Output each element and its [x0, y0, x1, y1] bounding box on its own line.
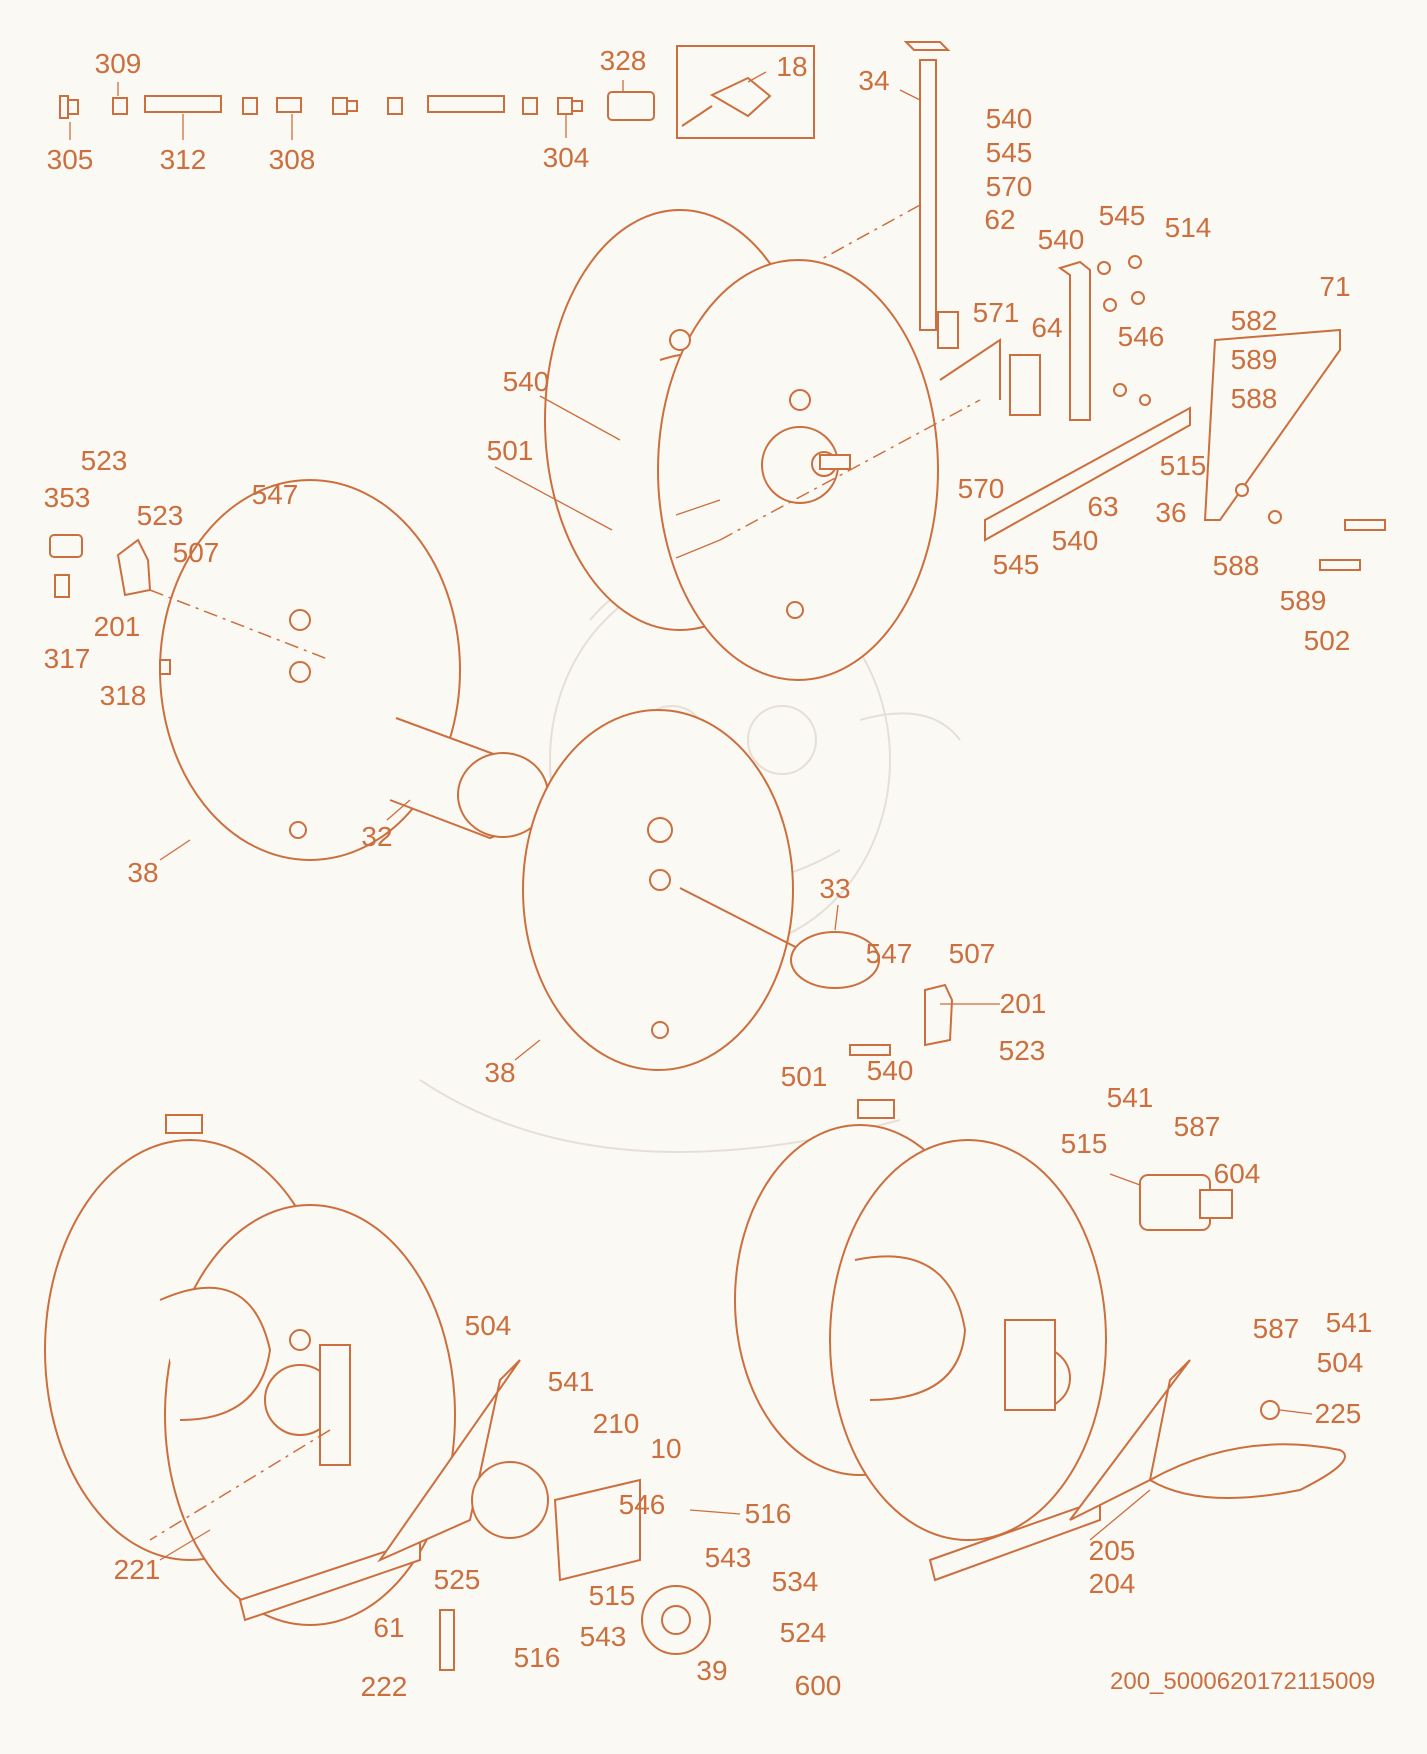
part-callout-541: 541 — [547, 1366, 595, 1397]
part-callout-570: 570 — [957, 473, 1005, 504]
part-callout-201: 201 — [93, 611, 141, 642]
part-callout-570: 570 — [985, 171, 1033, 202]
part-callout-501: 501 — [486, 435, 534, 466]
part-callout-312: 312 — [159, 144, 207, 175]
part-callout-317: 317 — [43, 643, 91, 674]
part-callout-318: 318 — [99, 680, 147, 711]
part-callout-507: 507 — [948, 938, 996, 969]
part-callout-10: 10 — [650, 1433, 682, 1464]
part-callout-540: 540 — [1037, 224, 1085, 255]
part-callout-304: 304 — [542, 142, 590, 173]
lower-left-reel — [44, 1114, 711, 1671]
part-callout-502: 502 — [1303, 625, 1351, 656]
part-callout-534: 534 — [771, 1566, 819, 1597]
left-reel — [49, 479, 549, 861]
part-callout-309: 309 — [94, 48, 142, 79]
part-callout-546: 546 — [618, 1489, 666, 1520]
part-callout-308: 308 — [268, 144, 316, 175]
right-bracket — [984, 255, 1386, 571]
part-callout-543: 543 — [579, 1621, 627, 1652]
part-callout-328: 328 — [599, 45, 647, 76]
part-callout-71: 71 — [1319, 271, 1351, 302]
part-callout-515: 515 — [588, 1580, 636, 1611]
part-callout-516: 516 — [513, 1642, 561, 1673]
part-callout-547: 547 — [865, 938, 913, 969]
part-callout-545: 545 — [985, 137, 1033, 168]
part-callout-589: 589 — [1279, 585, 1327, 616]
part-callout-582: 582 — [1230, 305, 1278, 336]
part-callout-589: 589 — [1230, 344, 1278, 375]
part-callout-514: 514 — [1164, 212, 1212, 243]
upper-reel — [544, 209, 1001, 681]
part-callout-587: 587 — [1173, 1111, 1221, 1142]
part-callout-204: 204 — [1088, 1568, 1136, 1599]
lower-right-reel — [734, 1099, 1346, 1582]
part-callout-201: 201 — [999, 988, 1047, 1019]
part-callout-524: 524 — [779, 1617, 827, 1648]
part-callout-516: 516 — [744, 1498, 792, 1529]
part-callout-32: 32 — [361, 821, 393, 852]
part-callout-571: 571 — [972, 297, 1020, 328]
part-callout-523: 523 — [998, 1035, 1046, 1066]
drawing-code: 200_5000620172115009 — [1110, 1668, 1376, 1695]
part-callout-540: 540 — [1051, 525, 1099, 556]
part-callout-64: 64 — [1031, 312, 1063, 343]
part-callout-604: 604 — [1213, 1158, 1261, 1189]
part-callout-63: 63 — [1087, 491, 1119, 522]
part-callout-225: 225 — [1314, 1398, 1362, 1429]
part-callout-540: 540 — [502, 366, 550, 397]
part-callout-540: 540 — [985, 103, 1033, 134]
part-callout-587: 587 — [1252, 1313, 1300, 1344]
part-callout-547: 547 — [251, 479, 299, 510]
part-callout-61: 61 — [373, 1612, 405, 1643]
part-callout-62: 62 — [984, 204, 1016, 235]
part-callout-210: 210 — [592, 1408, 640, 1439]
part-callout-541: 541 — [1106, 1082, 1154, 1113]
part-callout-545: 545 — [1098, 200, 1146, 231]
part-callout-305: 305 — [46, 144, 94, 175]
leader-lines — [159, 395, 1313, 1561]
part-callout-504: 504 — [464, 1310, 512, 1341]
mounting-post — [819, 41, 959, 349]
part-callout-222: 222 — [360, 1671, 408, 1702]
part-callout-515: 515 — [1060, 1128, 1108, 1159]
part-callout-353: 353 — [43, 482, 91, 513]
part-callout-540: 540 — [866, 1055, 914, 1086]
part-callout-600: 600 — [794, 1670, 842, 1701]
part-callout-588: 588 — [1230, 383, 1278, 414]
part-callout-33: 33 — [819, 873, 851, 904]
part-callout-205: 205 — [1088, 1535, 1136, 1566]
part-callout-545: 545 — [992, 549, 1040, 580]
part-callout-588: 588 — [1212, 550, 1260, 581]
part-callout-515: 515 — [1159, 450, 1207, 481]
part-callout-523: 523 — [136, 500, 184, 531]
part-callout-543: 543 — [704, 1542, 752, 1573]
part-callout-507: 507 — [172, 537, 220, 568]
part-callout-504: 504 — [1316, 1347, 1364, 1378]
part-callout-38: 38 — [484, 1057, 516, 1088]
part-callout-525: 525 — [433, 1564, 481, 1595]
part-callout-39: 39 — [696, 1655, 728, 1686]
part-callout-34: 34 — [858, 65, 890, 96]
part-callout-523: 523 — [80, 445, 128, 476]
part-callout-221: 221 — [113, 1554, 161, 1585]
part-callout-18: 18 — [776, 51, 808, 82]
part-callout-36: 36 — [1155, 497, 1187, 528]
center-reel — [522, 709, 954, 1071]
part-callout-38: 38 — [127, 857, 159, 888]
part-callout-501: 501 — [780, 1061, 828, 1092]
part-callout-541: 541 — [1325, 1307, 1373, 1338]
part-callout-546: 546 — [1117, 321, 1165, 352]
hose-kit-row — [59, 45, 815, 140]
